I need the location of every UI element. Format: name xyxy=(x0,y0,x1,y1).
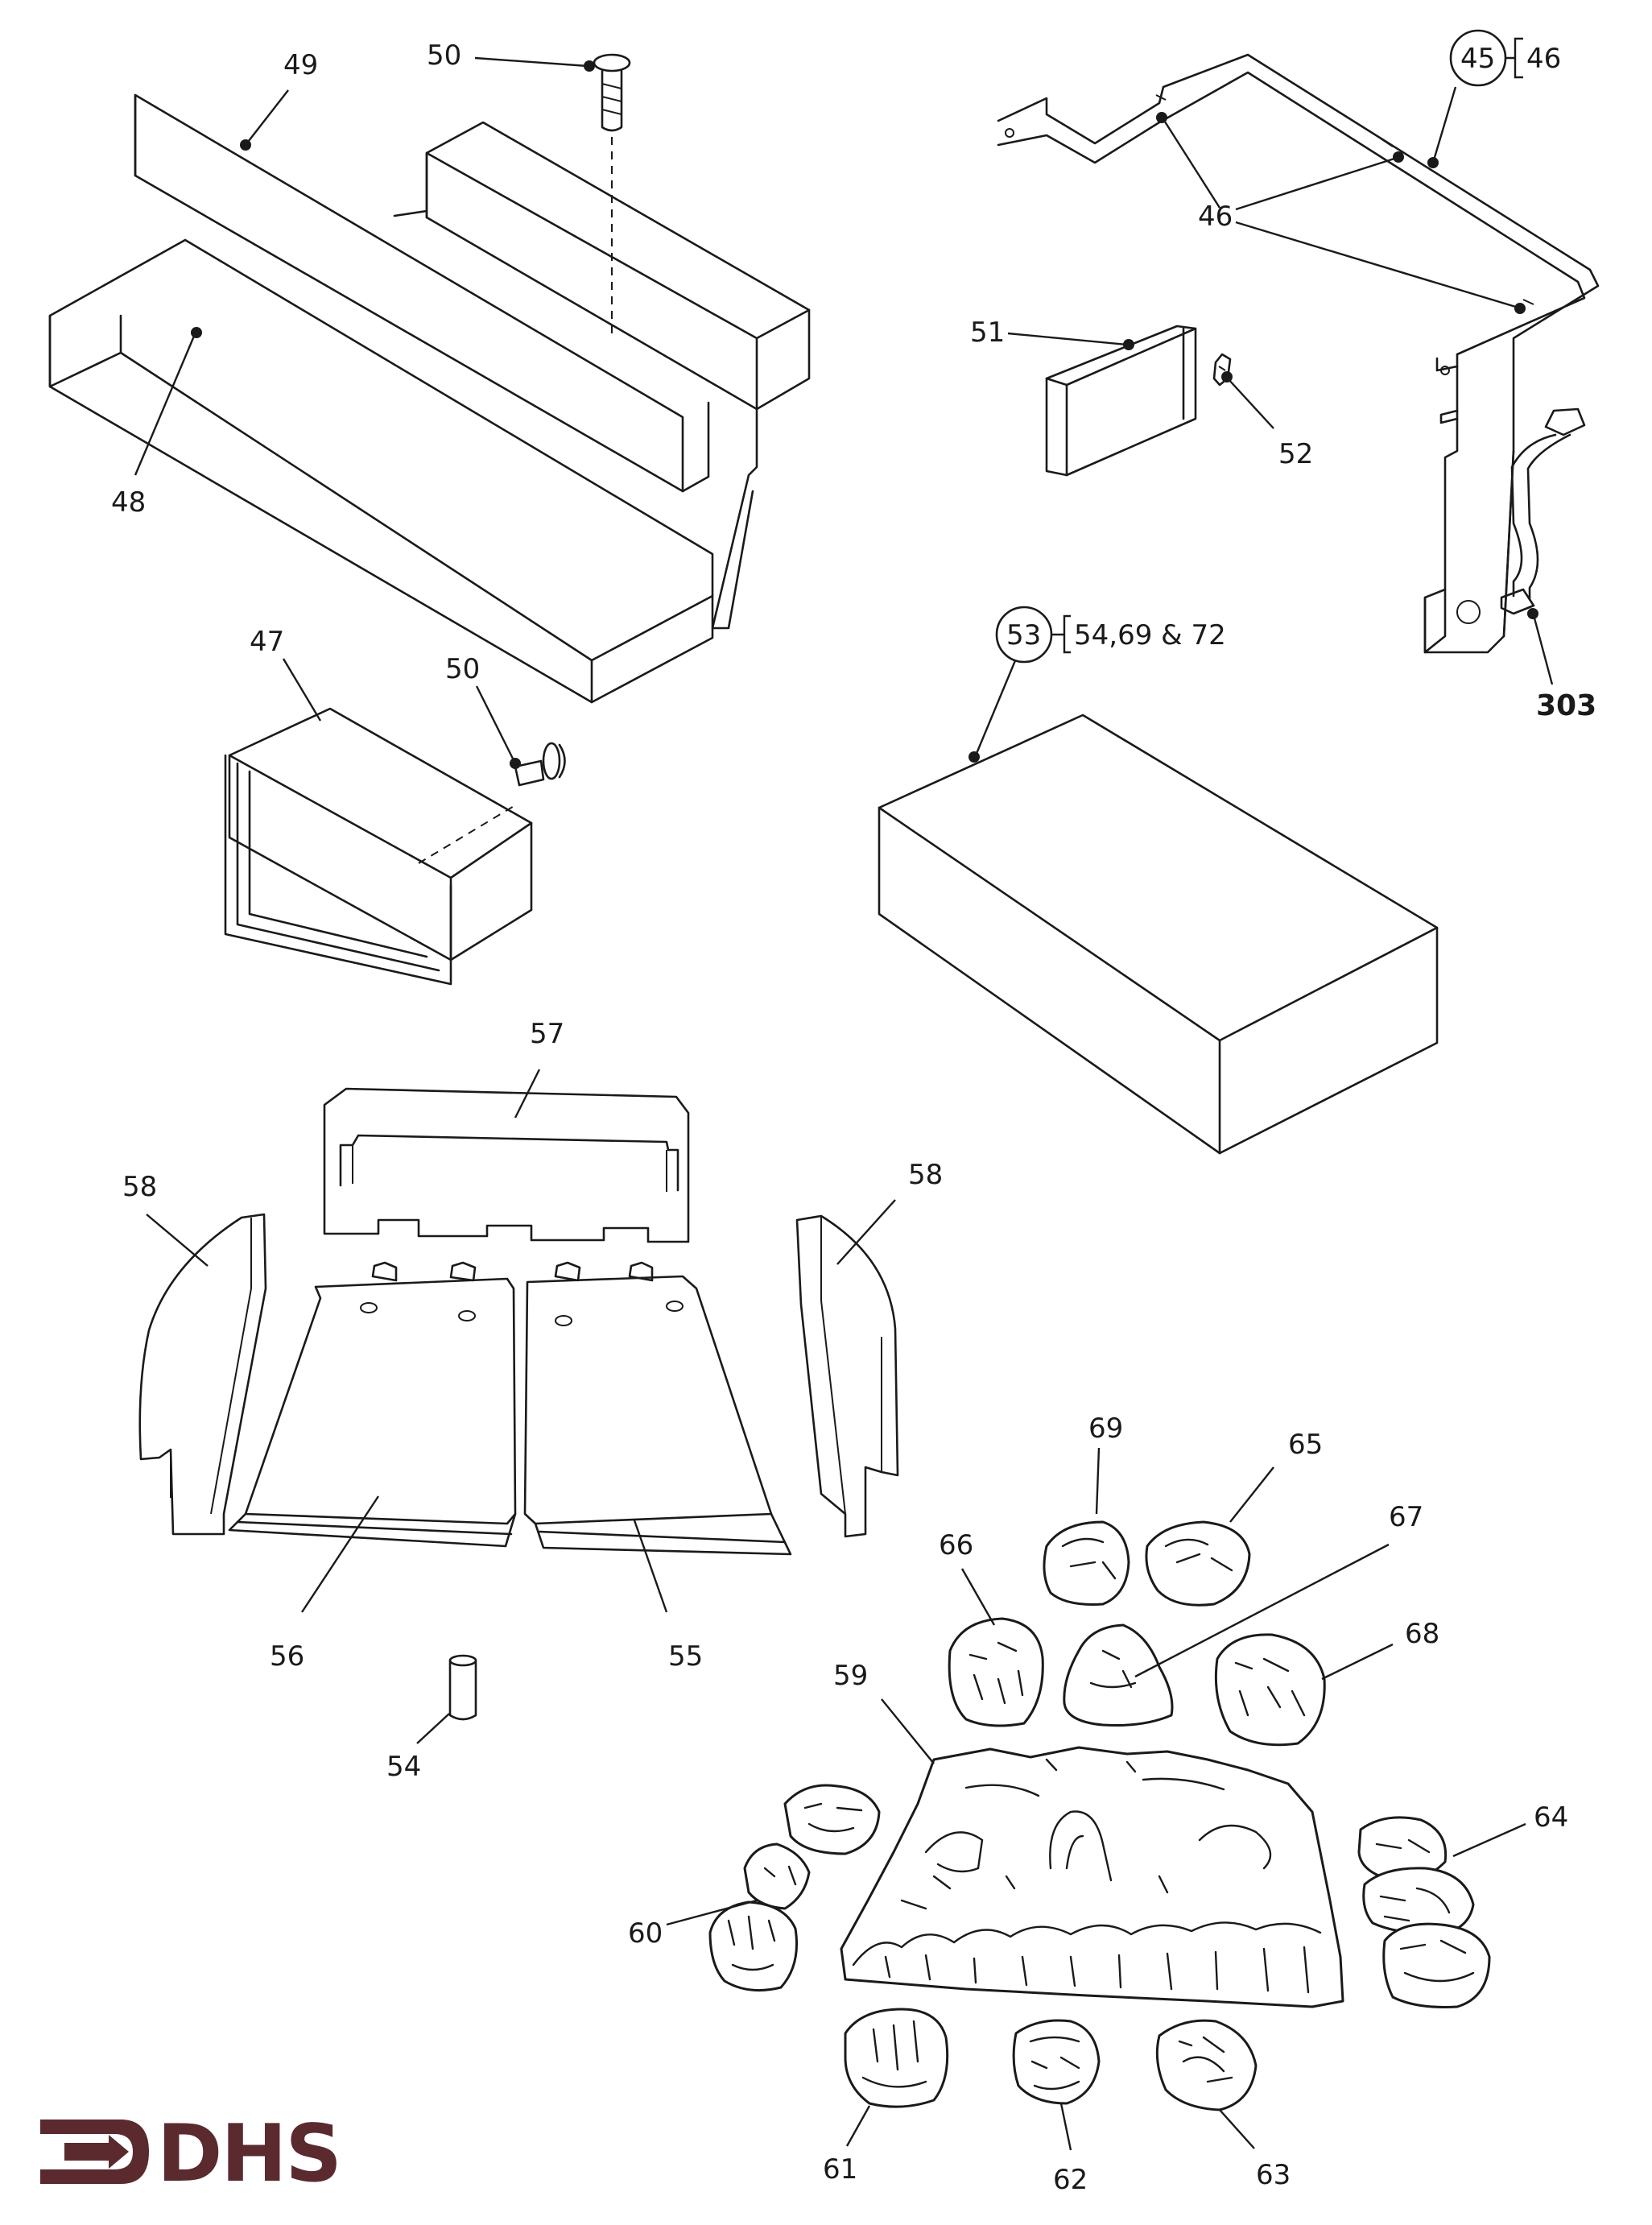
part-58-left-panel xyxy=(138,1213,267,1536)
part-68-rock xyxy=(1214,1633,1326,1747)
label-67: 67 xyxy=(1389,1501,1423,1533)
label-47: 47 xyxy=(250,626,284,658)
callout-45 xyxy=(1449,29,1523,87)
part-45-bracket xyxy=(997,53,1600,654)
part-55-base-right xyxy=(523,1261,792,1556)
part-69-rock xyxy=(1043,1520,1130,1606)
leader-lines xyxy=(134,56,1554,2151)
part-53-box xyxy=(878,713,1439,1155)
label-53-bracket: 54,69 & 72 xyxy=(1074,619,1226,651)
logo-text: DHS xyxy=(157,2108,341,2200)
part-54-cylinder xyxy=(448,1654,477,1721)
part-59-ember-bed xyxy=(840,1746,1344,2008)
label-69: 69 xyxy=(1088,1412,1123,1445)
part-47-box xyxy=(224,707,533,986)
label-57: 57 xyxy=(530,1018,564,1050)
label-68: 68 xyxy=(1405,1618,1439,1650)
callout-53 xyxy=(995,606,1071,664)
label-45: 45 xyxy=(1460,43,1495,75)
part-61-rock xyxy=(844,2008,949,2108)
label-65: 65 xyxy=(1288,1429,1323,1461)
part-64-rocks xyxy=(1357,1816,1491,2008)
label-46: 46 xyxy=(1198,201,1233,233)
part-65-rock xyxy=(1145,1520,1251,1607)
part-48-tray xyxy=(48,238,714,704)
part-66-rock xyxy=(948,1617,1044,1727)
dhs-logo: DHS xyxy=(40,2108,342,2200)
label-58-right: 58 xyxy=(908,1159,943,1191)
logo-mark xyxy=(40,2120,149,2184)
label-50-top: 50 xyxy=(427,39,461,72)
label-64: 64 xyxy=(1534,1801,1568,1834)
part-57-back-panel xyxy=(323,1087,690,1243)
screw-50-top xyxy=(593,53,631,338)
part-63-rock xyxy=(1155,2019,1258,2111)
label-303: 303 xyxy=(1536,689,1596,722)
label-49: 49 xyxy=(283,49,318,81)
part-58-right-panel xyxy=(795,1214,899,1538)
part-303-pipe xyxy=(1500,407,1586,615)
label-46-bracket: 46 xyxy=(1526,43,1561,75)
part-62-rock xyxy=(1012,2019,1101,2105)
label-62: 62 xyxy=(1053,2164,1088,2196)
label-51: 51 xyxy=(970,316,1005,349)
logo-arrow xyxy=(64,2135,129,2169)
rear-channel xyxy=(393,121,811,630)
label-60: 60 xyxy=(628,1917,663,1950)
label-55: 55 xyxy=(668,1640,703,1673)
label-58-left: 58 xyxy=(122,1171,157,1203)
label-53: 53 xyxy=(1006,619,1041,651)
part-67-rock xyxy=(1063,1623,1174,1727)
label-54: 54 xyxy=(386,1751,421,1783)
label-52: 52 xyxy=(1278,438,1313,470)
label-63: 63 xyxy=(1256,2159,1291,2191)
part-49-panel xyxy=(134,93,710,493)
label-56: 56 xyxy=(270,1640,304,1673)
label-48: 48 xyxy=(111,486,146,519)
label-61: 61 xyxy=(823,2153,857,2186)
part-51-plate xyxy=(1045,325,1197,477)
screw-50-side xyxy=(514,742,566,787)
label-66: 66 xyxy=(939,1529,973,1561)
part-labels: 49 50 48 47 50 45 46 46 51 52 303 53 54,… xyxy=(111,39,1596,2196)
part-60-rocks xyxy=(708,1784,881,1992)
label-59: 59 xyxy=(833,1660,868,1692)
label-50-side: 50 xyxy=(445,653,480,685)
part-56-base-left xyxy=(228,1261,517,1548)
